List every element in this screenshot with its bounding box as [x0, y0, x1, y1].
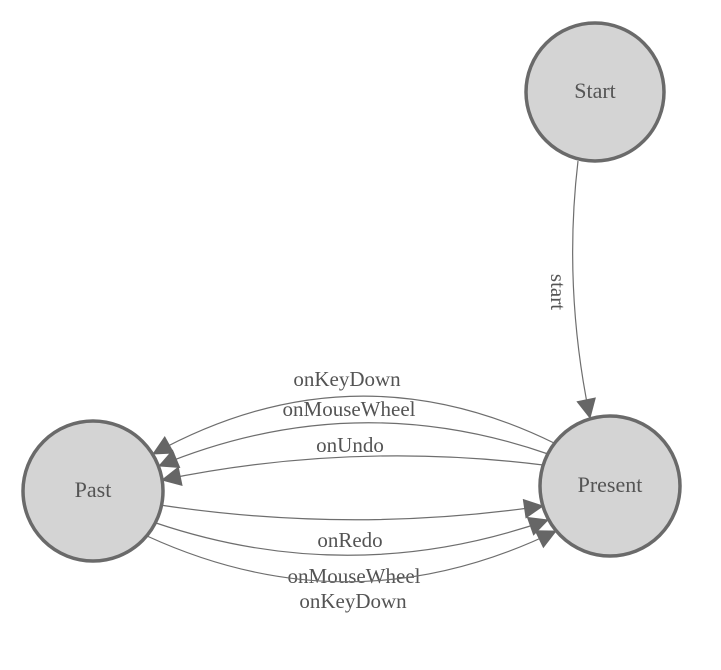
edge-past-to-present-onredo-line[interactable] [159, 498, 544, 521]
edge-start-to-present[interactable]: start [546, 160, 596, 419]
edge-past-to-present-onkeydown[interactable]: onKeyDown [146, 530, 557, 613]
edge-label-onundo: onUndo [316, 433, 384, 457]
edge-label-onmousewheel-bottom: onMouseWheel [288, 564, 421, 588]
edge-past-to-present-onkeydown-line[interactable] [146, 530, 557, 583]
edge-start-to-present-line[interactable] [572, 160, 596, 419]
edge-label-start: start [546, 274, 570, 310]
node-present-circle[interactable] [538, 414, 682, 558]
edge-label-onkeydown-bottom: onKeyDown [299, 589, 407, 613]
edge-past-to-present-onmousewheel[interactable]: onMouseWheel [155, 516, 549, 588]
node-past-label: Past [75, 477, 112, 502]
edge-present-to-past-onmousewheel-line[interactable] [158, 422, 549, 468]
node-start-circle[interactable] [524, 21, 666, 163]
edge-past-to-present-onmousewheel-line[interactable] [155, 516, 549, 556]
node-past-circle[interactable] [21, 419, 165, 563]
node-past[interactable]: Past [21, 419, 165, 563]
edge-label-onredo: onRedo [317, 528, 382, 552]
edge-present-to-past-onundo[interactable]: onUndo [161, 433, 544, 486]
node-start-label: Start [574, 78, 616, 103]
edge-label-onmousewheel-top: onMouseWheel [283, 397, 416, 421]
edge-present-to-past-onmousewheel[interactable]: onMouseWheel [158, 397, 549, 468]
edge-present-to-past-onundo-line[interactable] [161, 455, 544, 486]
node-present-label: Present [578, 472, 643, 497]
edge-label-onkeydown-top: onKeyDown [293, 367, 401, 391]
node-present[interactable]: Present [538, 414, 682, 558]
edge-present-to-past-onkeydown-line[interactable] [152, 395, 555, 455]
node-start[interactable]: Start [524, 21, 666, 163]
edge-present-to-past-onkeydown[interactable]: onKeyDown [152, 367, 555, 455]
edge-past-to-present-onredo[interactable]: onRedo [159, 498, 544, 552]
